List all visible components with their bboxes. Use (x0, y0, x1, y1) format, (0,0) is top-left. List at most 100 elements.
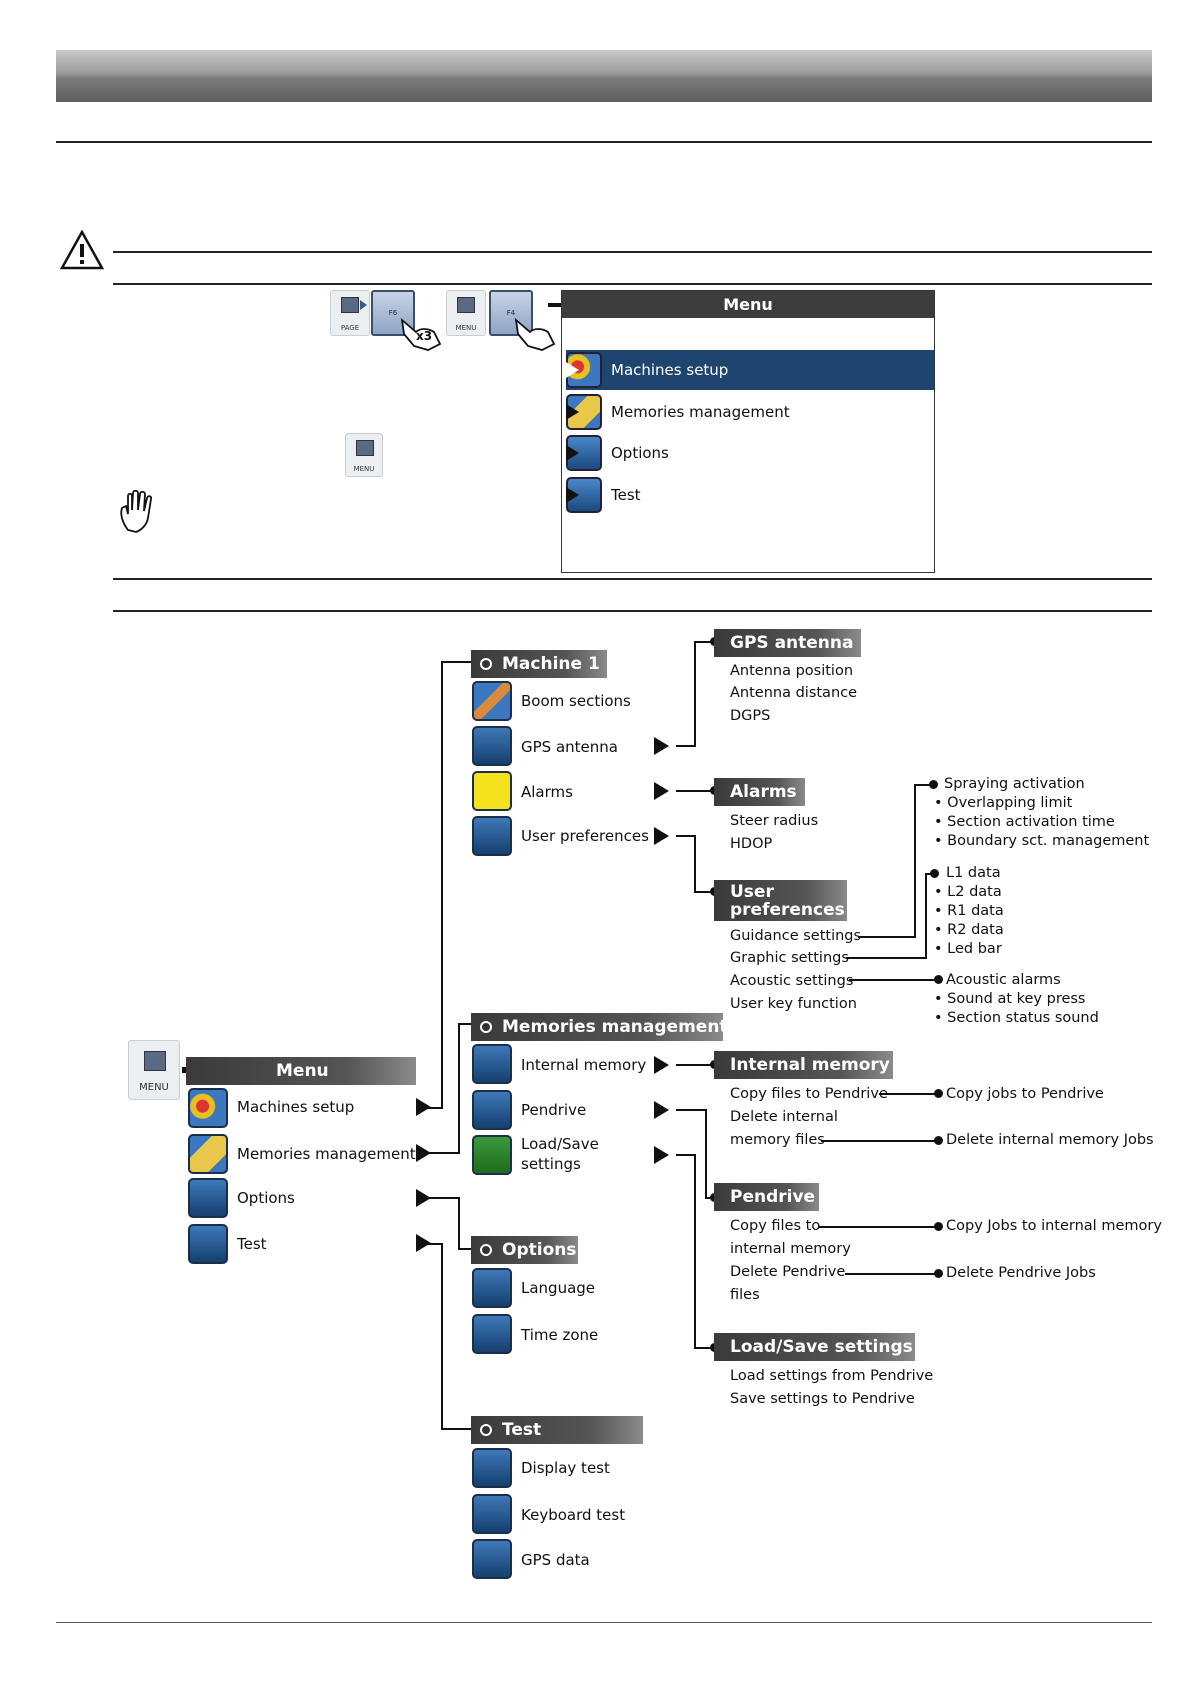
acoustic-item-label: Section status sound (947, 1010, 1099, 1026)
submenu-arrow-icon (416, 1234, 431, 1252)
machine1-item[interactable]: Boom sections (521, 692, 631, 710)
test-item[interactable]: GPS data (521, 1551, 590, 1569)
pendrive-icon (472, 1090, 512, 1130)
menu-screen: Menu Machines setup Memories management … (561, 290, 935, 573)
menu-item-memories-management[interactable]: Memories management (566, 392, 934, 432)
user-preferences-title-line2: preferences (730, 900, 845, 920)
f6-key[interactable]: F6 (371, 290, 415, 336)
machine1-item[interactable]: User preferences (521, 827, 649, 845)
gps-antenna-icon (472, 726, 512, 766)
user-preferences-item[interactable]: Acoustic settings (730, 973, 854, 989)
pendrive-item[interactable]: files (730, 1287, 760, 1303)
load-save-item[interactable]: Load settings from Pendrive (730, 1368, 934, 1384)
menu-item-label: Test (611, 486, 641, 504)
guidance-item: • Boundary sct. management (934, 832, 1149, 850)
menu-key-root[interactable]: MENU (128, 1040, 180, 1100)
test-item[interactable]: Keyboard test (521, 1506, 626, 1524)
user-preferences-icon (472, 816, 512, 856)
memories-item[interactable]: settings (521, 1155, 581, 1173)
test-item[interactable]: Display test (521, 1459, 610, 1477)
connector-line (845, 1273, 937, 1275)
alarms-item[interactable]: HDOP (730, 836, 773, 852)
connector-dot (934, 975, 943, 984)
guidance-item: • Section activation time (934, 813, 1115, 831)
connector-line (676, 1154, 696, 1156)
bullet: • (934, 922, 943, 938)
submenu-arrow-icon (566, 445, 579, 461)
machine1-item[interactable]: GPS antenna (521, 738, 618, 756)
connector-line (818, 1226, 937, 1228)
connector-line (705, 1109, 707, 1199)
tree-rule-top (113, 578, 1152, 580)
memories-item[interactable]: Load/Save (521, 1135, 599, 1153)
menu-item-label: Memories management (611, 403, 790, 421)
submenu-arrow-icon (416, 1098, 431, 1116)
connector-line (427, 1197, 460, 1199)
gps-data-icon (472, 1539, 512, 1579)
menu-key[interactable]: MENU (446, 290, 486, 336)
connector-line (925, 873, 933, 875)
memories-item[interactable]: Internal memory (521, 1056, 647, 1074)
guidance-item: Spraying activation (944, 776, 1085, 792)
menu-item-options[interactable]: Options (566, 433, 934, 473)
connector-dot (934, 1222, 943, 1231)
graphic-item-label: Led bar (947, 941, 1002, 957)
graphic-item-label: L2 data (947, 884, 1002, 900)
hand-stop-icon (120, 490, 153, 533)
options-item[interactable]: Time zone (521, 1326, 599, 1344)
internal-memory-item[interactable]: Delete internal (730, 1109, 838, 1125)
press-count-label: x3 (416, 329, 433, 343)
menu-key-root-label: MENU (139, 1082, 169, 1093)
connector-line (694, 641, 696, 747)
machine1-item[interactable]: Alarms (521, 783, 573, 801)
options-title: Options (502, 1240, 577, 1260)
root-item-memories-management[interactable]: Memories management (237, 1145, 416, 1163)
machines-setup-icon (188, 1088, 228, 1128)
pendrive-item[interactable]: internal memory (730, 1241, 851, 1257)
warning-icon (60, 230, 104, 270)
load-save-settings-icon (472, 1135, 512, 1175)
acoustic-item: Acoustic alarms (946, 972, 1061, 988)
connector-line (458, 1197, 460, 1250)
page-key[interactable]: PAGE (330, 290, 370, 336)
root-item-machines-setup[interactable]: Machines setup (237, 1098, 355, 1116)
user-preferences-item[interactable]: Graphic settings (730, 950, 849, 966)
connector-dot (934, 1089, 943, 1098)
press-hand-icon (400, 317, 442, 351)
pendrive-item[interactable]: Delete Pendrive (730, 1264, 846, 1280)
page-header-bar (56, 50, 1152, 102)
alarms-item[interactable]: Steer radius (730, 813, 819, 829)
connector-line (458, 1023, 460, 1154)
user-preferences-item[interactable]: Guidance settings (730, 928, 862, 944)
load-save-item[interactable]: Save settings to Pendrive (730, 1391, 915, 1407)
connector-line (846, 957, 927, 959)
menu-item-machines-setup[interactable]: Machines setup (566, 350, 934, 390)
user-preferences-item[interactable]: User key function (730, 996, 857, 1012)
memories-item[interactable]: Pendrive (521, 1101, 587, 1119)
submenu-arrow-icon (654, 1101, 669, 1119)
alarms-header: Alarms (714, 778, 805, 806)
menu-item-test[interactable]: Test (566, 475, 934, 515)
pendrive-result: Copy Jobs to internal memory (946, 1218, 1162, 1234)
connector-line (914, 784, 932, 786)
pendrive-item[interactable]: Copy files to (730, 1218, 821, 1234)
options-item[interactable]: Language (521, 1279, 596, 1297)
gps-antenna-item[interactable]: DGPS (730, 708, 771, 724)
graphic-item-label: R2 data (947, 922, 1004, 938)
connector-line (427, 1107, 443, 1109)
section-rule (56, 141, 1152, 143)
internal-memory-item[interactable]: memory files (730, 1132, 825, 1148)
connector-dot (934, 1269, 943, 1278)
gps-antenna-item[interactable]: Antenna distance (730, 685, 858, 701)
f4-key-label: F4 (506, 309, 516, 317)
internal-memory-item[interactable]: Copy files to Pendrive (730, 1086, 888, 1102)
gps-antenna-item[interactable]: Antenna position (730, 663, 854, 679)
menu-key-small[interactable]: MENU (345, 433, 383, 477)
root-item-options[interactable]: Options (237, 1189, 295, 1207)
graphic-item: • R2 data (934, 921, 1004, 939)
submenu-arrow-icon (566, 362, 579, 378)
root-menu-title: Menu (186, 1057, 416, 1085)
bullet: • (934, 795, 943, 811)
acoustic-item: • Sound at key press (934, 990, 1086, 1008)
root-item-test[interactable]: Test (237, 1235, 267, 1253)
